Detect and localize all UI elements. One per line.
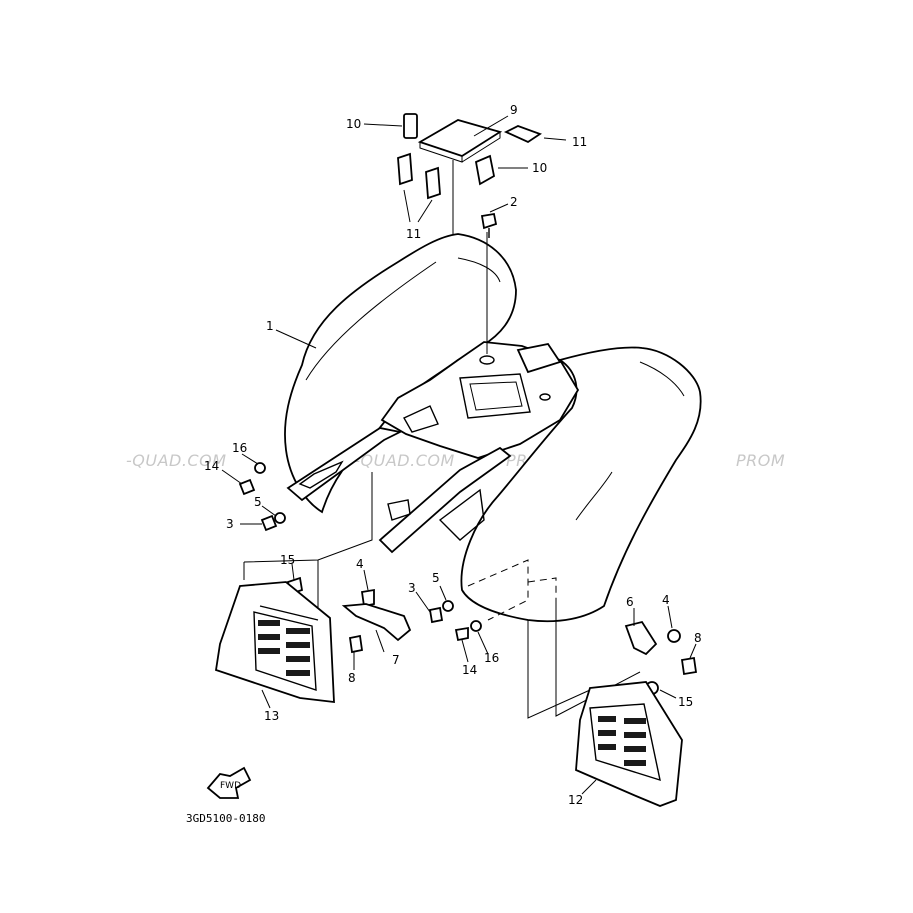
callout-12: 12: [568, 793, 583, 807]
watermark-text: -QUAD.COM: [126, 451, 227, 470]
callout-5: 5: [432, 571, 440, 585]
callout-5: 5: [254, 495, 262, 509]
callout-15: 15: [678, 695, 693, 709]
mudguard-left: [214, 581, 335, 704]
callout-4: 4: [662, 593, 670, 607]
guide-lines: [243, 232, 641, 719]
pad-11-bottom-b: [425, 166, 441, 200]
forward-direction-arrow: FWD: [206, 766, 252, 799]
pad-9: [417, 119, 503, 157]
callout-7: 7: [392, 653, 400, 667]
callout-8: 8: [348, 671, 356, 685]
rear-fender: [284, 233, 702, 623]
pad-11-bottom-a: [397, 152, 413, 186]
callout-13: 13: [264, 709, 279, 723]
callout-16: 16: [232, 441, 247, 455]
leader-lines: [221, 115, 697, 795]
callout-6: 6: [626, 595, 634, 609]
callout-10: 10: [532, 161, 547, 175]
callout-numbers: 10 9 11 10 11 2 1 16 14 5 3 15 4 7 8 13 …: [204, 103, 702, 807]
drawing-code: 3GD5100-0180: [186, 812, 265, 825]
callout-3: 3: [226, 517, 234, 531]
callout-3: 3: [408, 581, 416, 595]
pad-10-right: [474, 154, 496, 186]
callout-1: 1: [266, 319, 274, 333]
callout-10: 10: [346, 117, 361, 131]
callout-15: 15: [280, 553, 295, 567]
pad-11-right: [503, 125, 542, 144]
callout-11: 11: [572, 135, 587, 149]
callout-16: 16: [484, 651, 499, 665]
callout-14: 14: [204, 459, 219, 473]
fwd-label: FWD: [220, 781, 241, 791]
callout-11: 11: [406, 227, 421, 241]
callout-9: 9: [510, 103, 518, 117]
pad-10-top: [403, 113, 418, 139]
callout-4: 4: [356, 557, 364, 571]
callout-8: 8: [694, 631, 702, 645]
mudguard-right: [575, 681, 683, 807]
callout-14: 14: [462, 663, 477, 677]
callout-2: 2: [510, 195, 518, 209]
watermark-text: PROM: [736, 451, 785, 470]
watermark-strip: -QUAD.COM PROMO-QUAD.COM PROMO-QUAD.COM …: [126, 451, 785, 470]
hardware: [238, 212, 698, 695]
